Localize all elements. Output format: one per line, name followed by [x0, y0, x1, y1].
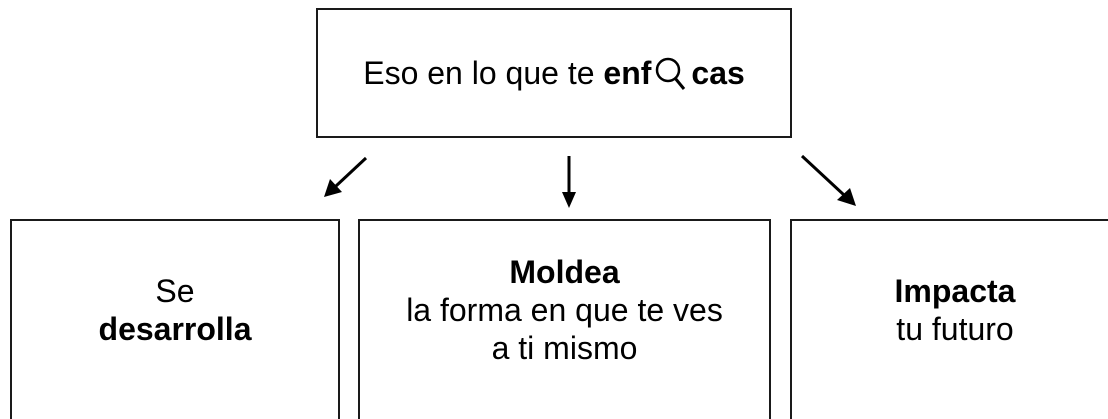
- magnifying-glass-icon: [656, 57, 686, 90]
- develops-line-2: desarrolla: [98, 311, 252, 347]
- shapes-line-2: la forma en que te ves: [406, 292, 723, 328]
- arrow-left: [324, 156, 368, 197]
- shapes-line-1: Moldea: [509, 254, 620, 290]
- shapes-box: Moldea la forma en que te ves a ti mismo: [358, 219, 771, 419]
- impacts-line-1: Impacta: [894, 273, 1016, 309]
- arrow-right: [800, 154, 856, 206]
- focus-text: Eso en lo que te: [363, 54, 595, 91]
- shapes-line-3: a ti mismo: [491, 330, 638, 366]
- focus-box: Eso en lo que te enf cas: [316, 8, 792, 138]
- impacts-line-2: tu futuro: [896, 311, 1014, 347]
- arrows-layer: [324, 154, 856, 208]
- develops-box: Se desarrolla: [10, 219, 340, 419]
- impacts-box: Impacta tu futuro: [790, 219, 1108, 419]
- arrow-middle: [562, 156, 576, 208]
- focus-keyword-end: cas: [691, 54, 745, 91]
- develops-line-1: Se: [155, 273, 195, 309]
- focus-keyword-start: enf: [603, 54, 652, 91]
